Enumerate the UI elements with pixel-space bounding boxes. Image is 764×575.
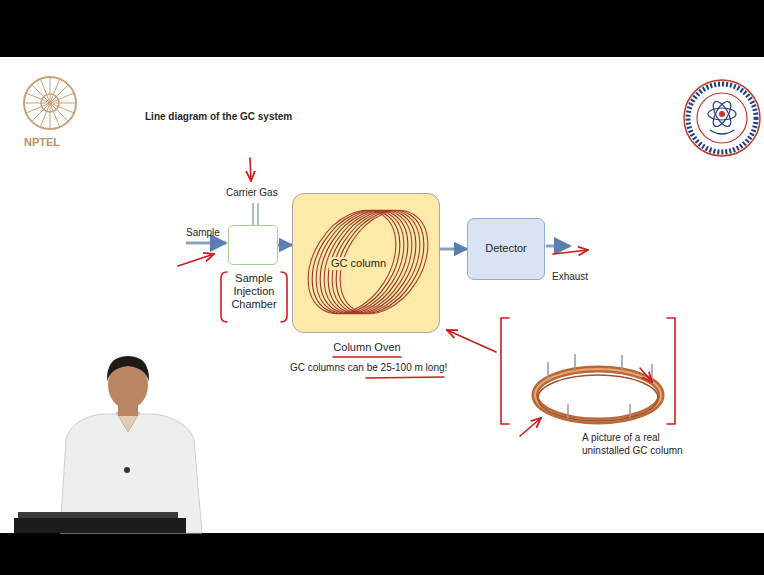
institute-logo — [684, 80, 760, 156]
pen-annotations — [178, 158, 675, 436]
detector-box: Detector — [467, 218, 545, 280]
column-label: GC column — [329, 257, 388, 270]
presenter — [14, 356, 202, 533]
gc-column-photo — [535, 354, 661, 421]
detector-label: Detector — [479, 242, 533, 255]
length-note: GC columns can be 25-100 m long! — [290, 362, 447, 375]
injection-chamber: Sample Injection Chamber — [228, 225, 278, 265]
sample-inlet-pipe — [186, 243, 226, 244]
exhaust-pipe — [546, 246, 570, 247]
oven-label: Column Oven — [293, 341, 441, 354]
exhaust-label: Exhaust — [552, 271, 588, 284]
pipe-connector — [440, 248, 467, 251]
sample-label: Sample — [186, 227, 220, 240]
slide-title: Line diagram of the GC system — [145, 111, 292, 124]
top-bar — [0, 0, 764, 57]
carrier-gas-pipe — [253, 203, 258, 225]
column-oven: GC columnColumn Oven — [292, 193, 440, 333]
bottom-bar — [0, 533, 764, 575]
logo-text: NPTEL — [24, 136, 60, 150]
nptel-logo — [24, 77, 76, 129]
pipe-connector — [278, 244, 292, 247]
photo-caption: A picture of a real uninstalled GC colum… — [582, 432, 700, 457]
gas-label: Carrier Gas — [226, 187, 278, 200]
chamber-label: Sample Injection Chamber — [221, 272, 287, 312]
